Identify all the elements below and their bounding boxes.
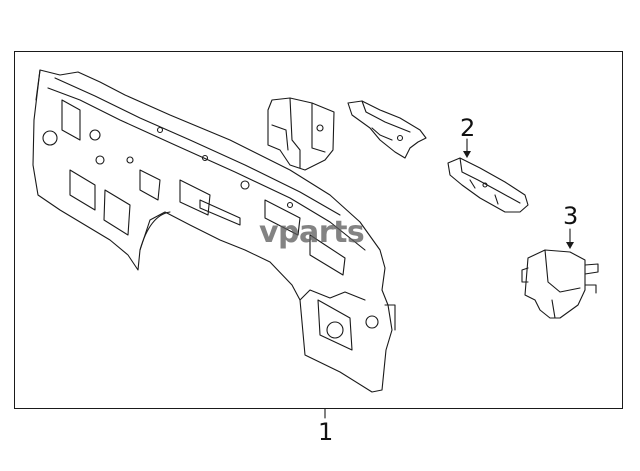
bracket-upper-center [347,100,427,159]
arrow-heads [463,151,574,249]
diagram-frame [14,51,623,409]
callout-3: 3 [563,202,579,230]
callout-1: 1 [318,418,334,446]
leader-lines [324,138,571,419]
rear-panel-part-1 [32,69,396,393]
callout-2: 2 [460,114,476,142]
watermark-text: vparts [259,215,365,250]
reinforcement-part-2 [447,157,529,213]
bracket-part-3 [521,249,599,319]
bracket-upper-left [267,97,335,171]
